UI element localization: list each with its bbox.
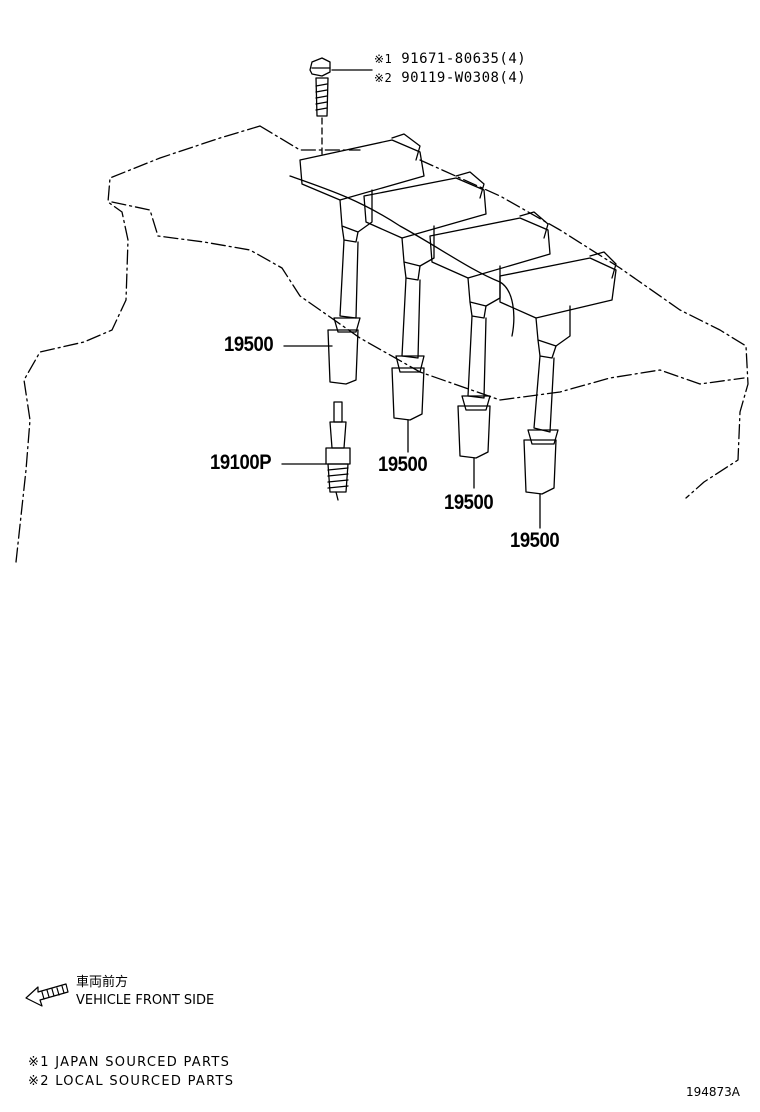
leader-lines — [281, 345, 541, 529]
coil-assembly-2 — [363, 171, 487, 421]
spark-plug-label: 19100P — [210, 451, 272, 474]
bolt-callout-line-1: ※1 91671-80635(4) — [374, 52, 526, 66]
spark-plug — [325, 401, 351, 501]
footnote-local-sourced: ※2 LOCAL SOURCED PARTS — [28, 1074, 235, 1089]
cylinder-head-outline — [15, 125, 749, 563]
bolt-part-number-2: 90119-W0308(4) — [401, 70, 527, 86]
footnote-japan-sourced: ※1 JAPAN SOURCED PARTS — [28, 1055, 231, 1070]
coil-bolt — [309, 57, 373, 159]
bolt-callout-line-2: ※2 90119-W0308(4) — [374, 71, 526, 85]
japan-source-mark: ※1 — [374, 52, 393, 66]
coil-label-2: 19500 — [378, 453, 428, 476]
wire-harness — [289, 175, 515, 337]
coil-assembly-3 — [429, 211, 551, 459]
coil-assembly-4 — [499, 251, 617, 495]
coil-label-3: 19500 — [444, 491, 494, 514]
direction-english: VEHICLE FRONT SIDE — [76, 993, 215, 1008]
arrow-left-icon — [25, 983, 69, 1007]
coil-label-1: 19500 — [224, 333, 274, 356]
direction-japanese: 車両前方 — [76, 975, 129, 990]
figure-reference: 194873A — [686, 1085, 741, 1099]
coil-assembly-1 — [299, 133, 425, 385]
coil-label-4: 19500 — [510, 529, 560, 552]
bolt-part-number-1: 91671-80635(4) — [401, 51, 527, 67]
local-source-mark: ※2 — [374, 71, 393, 85]
